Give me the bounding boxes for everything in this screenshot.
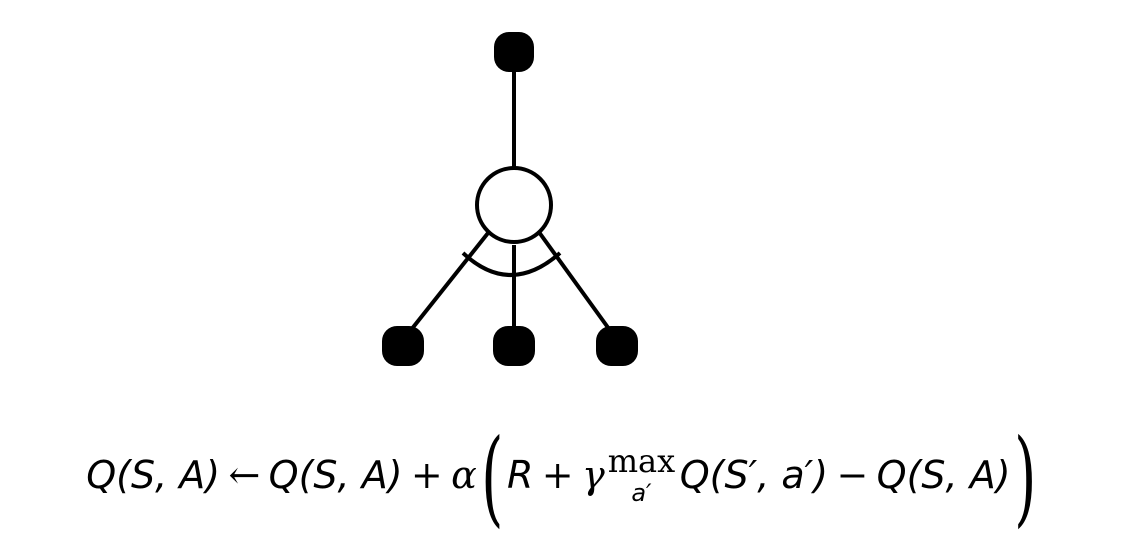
eq-minus: − xyxy=(836,453,869,497)
eq-next-args: (S′, a′) xyxy=(709,453,829,497)
edge-state-to-left-child xyxy=(401,226,494,342)
eq-max-word: max xyxy=(607,442,676,480)
eq-lhs-q: Q xyxy=(86,453,117,497)
max-arc xyxy=(461,251,562,277)
eq-rhs-q: Q xyxy=(268,453,299,497)
edge-state-to-right-child xyxy=(534,226,619,342)
q-learning-update-equation: Q(S, A) ← Q(S, A) + α ( R + γ max a′ Q(S… xyxy=(0,415,1127,535)
eq-next-q: Q xyxy=(679,453,710,497)
child-action-node-left xyxy=(382,326,424,366)
child-action-node-right xyxy=(596,326,638,366)
eq-left-paren: ( xyxy=(480,416,504,538)
backup-diagram xyxy=(382,32,638,366)
state-node xyxy=(475,166,553,244)
eq-cur-q: Q xyxy=(876,453,907,497)
eq-max-subscript: a′ xyxy=(631,479,652,507)
eq-gamma: γ xyxy=(581,453,605,497)
eq-plus-2: + xyxy=(541,453,574,497)
eq-arrow: ← xyxy=(228,453,261,497)
eq-rhs-args: (S, A) xyxy=(298,453,403,497)
eq-reward: R xyxy=(506,453,534,497)
root-action-node xyxy=(494,32,534,72)
eq-alpha: α xyxy=(451,453,477,497)
eq-right-paren: ) xyxy=(1014,416,1037,538)
eq-plus-1: + xyxy=(410,453,443,497)
child-action-node-middle xyxy=(493,326,535,366)
eq-max-operator: max a′ xyxy=(608,445,675,505)
eq-cur-args: (S, A) xyxy=(906,453,1011,497)
eq-lhs-args: (S, A) xyxy=(116,453,221,497)
